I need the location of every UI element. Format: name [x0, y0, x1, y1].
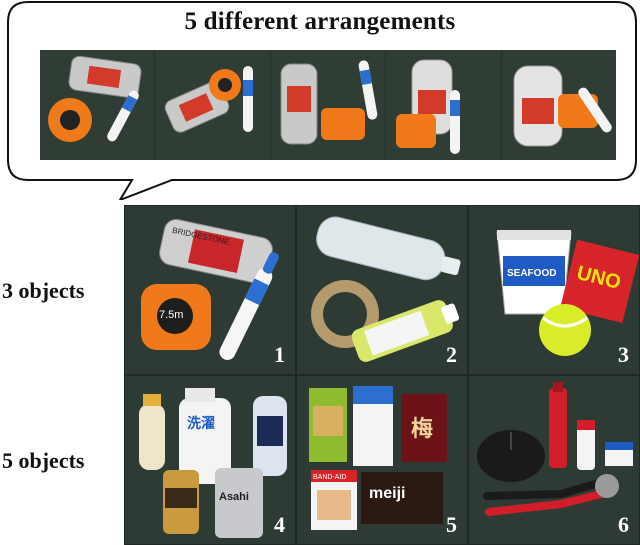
coffee-can: [163, 470, 199, 534]
row-label-3-objects: 3 objects: [2, 278, 85, 303]
toothpaste-tube: [351, 300, 460, 362]
set-4-illustration: 洗濯 Asahi: [139, 388, 287, 538]
arrangement-strip: [40, 50, 617, 160]
object-set-photo-6: 6: [468, 375, 640, 545]
set-2-illustration: [311, 216, 461, 362]
arrangement-photo: [155, 50, 271, 160]
object-set-photo-2: 2: [296, 205, 468, 375]
ume-label: 梅: [411, 416, 433, 442]
chocolate-box: meiji: [361, 472, 443, 524]
eraser: [605, 442, 633, 466]
row-label-5-objects: 5 objects: [2, 448, 85, 473]
arrangement-illustration: [48, 55, 142, 142]
arrangement-photo: [501, 50, 617, 160]
set-number: 5: [446, 512, 457, 537]
pliers: [483, 474, 619, 516]
object-set-photo-3: SEAFOOD UNO 3: [468, 205, 640, 375]
snack-box: [309, 388, 347, 462]
cup-label: SEAFOOD: [507, 268, 556, 279]
red-marker: [549, 382, 567, 468]
object-set-photo-5: 梅 BAND-AID meiji 5: [296, 375, 468, 545]
computer-mouse: [477, 430, 545, 482]
plastic-bottle: [316, 216, 461, 281]
tape-measure: 7.5m: [141, 284, 211, 350]
set-5-illustration: 梅 BAND-AID meiji: [309, 386, 447, 530]
uno-card-box: UNO: [560, 239, 639, 324]
set-3-illustration: SEAFOOD UNO: [496, 230, 639, 356]
cleaner-bottle: [253, 396, 287, 476]
spray-label: 洗濯: [187, 415, 215, 432]
set-number: 4: [274, 512, 285, 537]
electric-toothbrush: [219, 252, 279, 360]
beer-can: Asahi: [215, 468, 263, 538]
arrangement-photo: [386, 50, 502, 160]
set-number: 2: [446, 342, 457, 367]
bridgestone-can: BRIDGESTONE: [159, 219, 273, 284]
set-1-illustration: BRIDGESTONE 7.5m: [141, 219, 279, 360]
object-set-photo-4: 洗濯 Asahi 4: [124, 375, 296, 545]
arrangements-callout: 5 different arrangements: [0, 0, 640, 200]
cup-noodle: SEAFOOD: [496, 230, 572, 315]
ume-snack-bag: 梅: [401, 394, 447, 462]
chocolate-label: meiji: [369, 485, 405, 502]
bandage-box: BAND-AID: [311, 470, 357, 530]
arrangement-photo: [40, 50, 156, 160]
callout-title: 5 different arrangements: [184, 8, 456, 35]
object-set-grid: BRIDGESTONE 7.5m 1: [124, 205, 640, 545]
beer-label: Asahi: [219, 491, 249, 503]
set-number: 3: [618, 342, 629, 367]
set-number: 1: [274, 342, 285, 367]
glue-stick: [577, 420, 595, 470]
tape-label: 7.5m: [159, 309, 183, 321]
arrangement-illustration: [396, 59, 461, 154]
set-number: 6: [618, 512, 629, 537]
arrangement-illustration: [280, 60, 378, 145]
arrangement-photo: [270, 50, 387, 160]
tennis-ball: [539, 304, 591, 356]
object-set-photo-1: BRIDGESTONE 7.5m 1: [124, 205, 296, 375]
arrangement-illustration: [513, 65, 612, 147]
spray-bottle: 洗濯: [179, 388, 231, 484]
small-bottle: [139, 394, 165, 470]
milk-carton: [353, 386, 393, 466]
bandage-label: BAND-AID: [313, 474, 346, 481]
set-6-illustration: [477, 382, 633, 516]
arrangement-illustration: [165, 66, 254, 133]
